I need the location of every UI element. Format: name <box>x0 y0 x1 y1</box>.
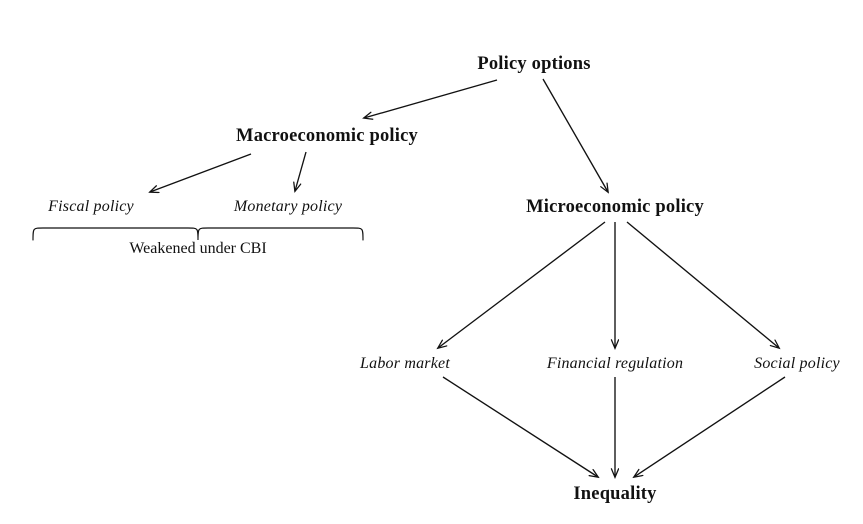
weakened-under-cbi-label: Weakened under CBI <box>129 240 267 257</box>
node-fiscal-policy: Fiscal policy <box>48 198 134 216</box>
edge-microeconomic-policy-to-social-policy <box>626 221 779 348</box>
edge-macroeconomic-policy-to-fiscal-policy <box>150 153 252 192</box>
node-monetary-policy: Monetary policy <box>233 198 343 216</box>
node-policy-options: Policy options <box>477 53 591 74</box>
edge-policy-options-to-microeconomic-policy <box>542 78 608 192</box>
edge-policy-options-to-macroeconomic-policy <box>364 79 498 118</box>
edge-microeconomic-policy-to-labor-market <box>438 221 606 348</box>
brace-group <box>32 227 364 241</box>
node-labor-market: Labor market <box>360 355 450 373</box>
node-financial-regulation: Financial regulation <box>546 355 684 373</box>
underbrace-path <box>32 227 364 241</box>
edge-macroeconomic-policy-to-monetary-policy <box>295 151 307 191</box>
node-macroeconomic-policy: Macroeconomic policy <box>236 125 418 146</box>
node-social-policy: Social policy <box>754 355 840 373</box>
node-inequality: Inequality <box>573 483 657 504</box>
edge-labor-market-to-inequality <box>442 376 598 477</box>
edge-social-policy-to-inequality <box>634 376 786 477</box>
node-microeconomic-policy: Microeconomic policy <box>526 196 704 217</box>
